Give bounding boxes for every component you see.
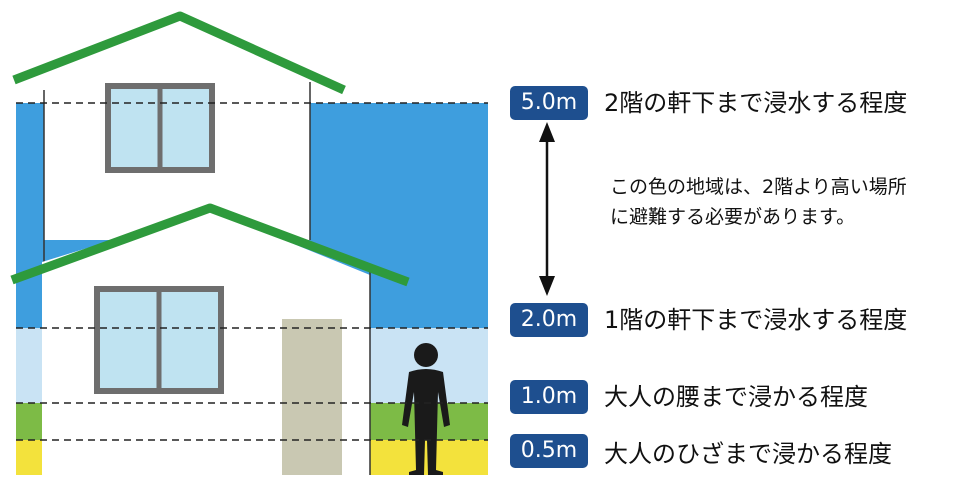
upper-roof: [12, 11, 346, 95]
evacuation-note-line2: に避難する必要があります。: [610, 206, 856, 228]
person-body: [402, 369, 450, 475]
arrow-head-up: [539, 122, 555, 142]
level-badge-05m: 0.5m: [510, 434, 588, 468]
arrow-head-down: [539, 276, 555, 296]
level-description-2m: 1階の軒下まで浸水する程度: [604, 306, 908, 334]
evacuation-note: この色の地域は、2階より高い場所 に避難する必要があります。: [610, 172, 907, 232]
level-description-05m: 大人のひざまで浸かる程度: [604, 440, 892, 468]
person-head: [414, 343, 438, 367]
house-icon: [10, 11, 410, 475]
evacuation-note-line1: この色の地域は、2階より高い場所: [610, 176, 907, 198]
level-badge-2m: 2.0m: [510, 303, 588, 337]
person-silhouette-icon: [402, 343, 450, 475]
level-description-1m: 大人の腰まで浸かる程度: [604, 383, 868, 411]
level-badge-5m: 5.0m: [510, 86, 588, 120]
level-badge-1m: 1.0m: [510, 380, 588, 414]
door: [282, 319, 342, 475]
double-arrow-icon: [539, 122, 555, 296]
level-description-5m: 2階の軒下まで浸水する程度: [604, 89, 908, 117]
lower-roof: [10, 203, 410, 287]
